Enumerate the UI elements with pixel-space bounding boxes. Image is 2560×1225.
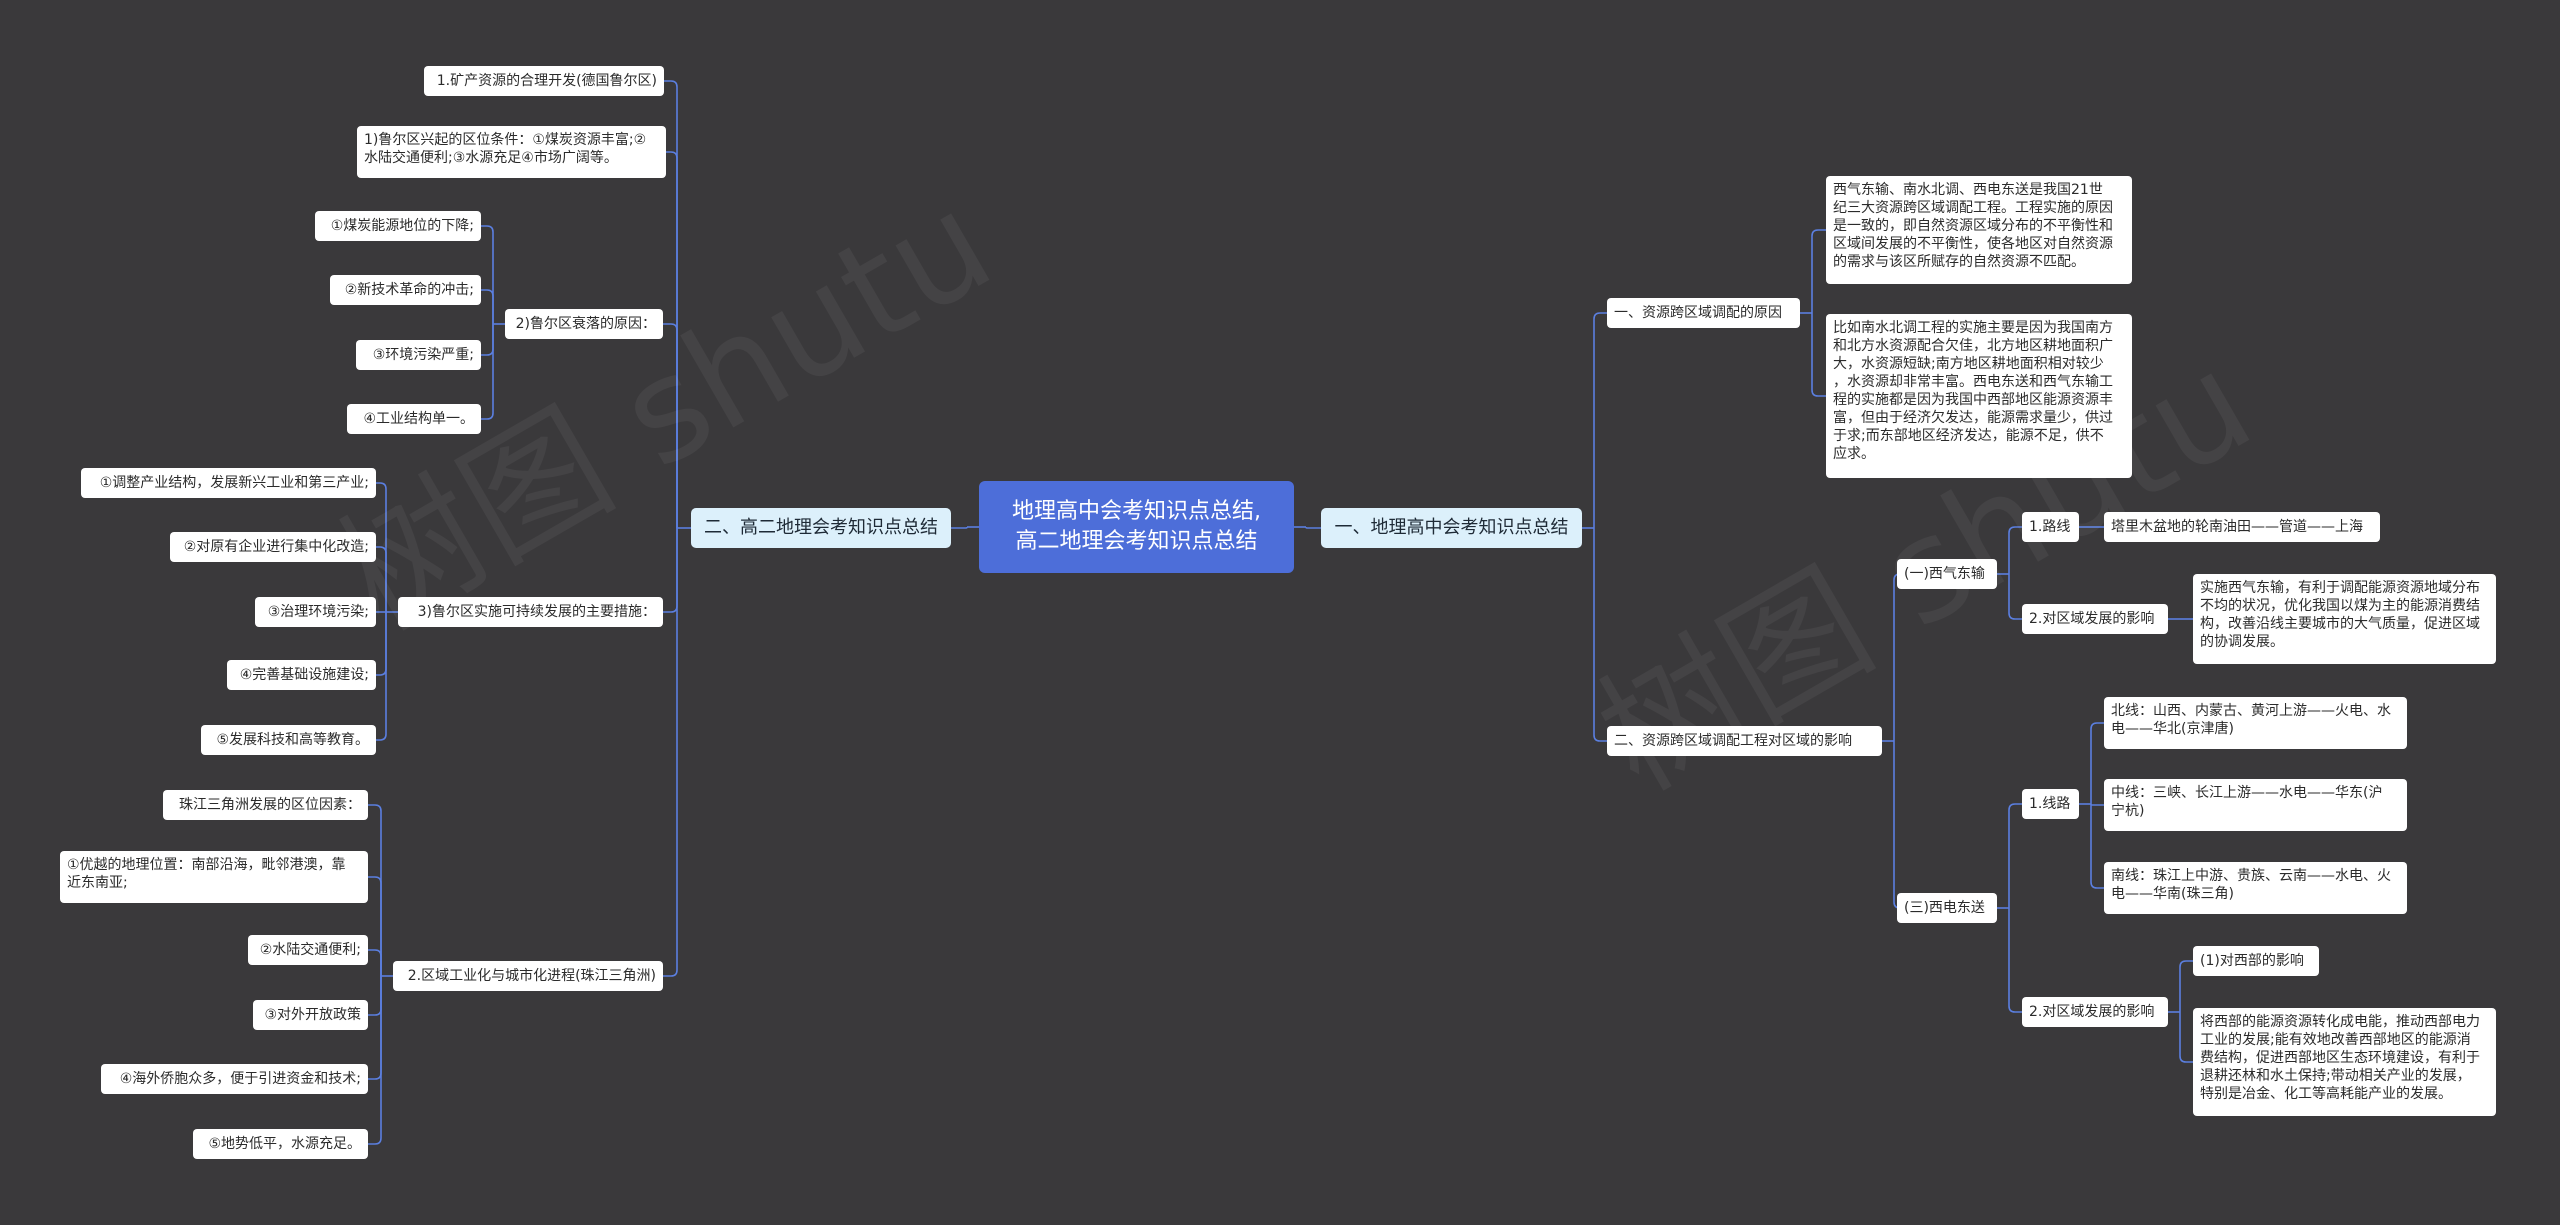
connector-line: [368, 804, 382, 976]
node-west-east-gas[interactable]: (一)西气东输: [1897, 559, 1997, 589]
connector-line: [2090, 804, 2104, 889]
root-topic[interactable]: 地理高中会考知识点总结, 高二地理会考知识点总结: [979, 481, 1294, 573]
connector-line: [368, 976, 382, 1016]
node-prd-transport[interactable]: ②水陆交通便利;: [248, 935, 368, 965]
connector-line: [376, 546, 387, 612]
connector-line: [481, 225, 494, 324]
node-reasons-resource-transfer[interactable]: 一、资源跨区域调配的原因: [1607, 298, 1800, 328]
node-impact-on-regions[interactable]: 二、资源跨区域调配工程对区域的影响: [1607, 726, 1882, 756]
connector-line: [663, 528, 678, 613]
node-coal-status-decline[interactable]: ①煤炭能源地位的下降;: [315, 211, 481, 241]
node-power-regional-impact[interactable]: 2.对区域发展的影响: [2022, 997, 2168, 1027]
node-power-middle-line[interactable]: 中线：三峡、长江上游——水电——华东(沪 宁杭): [2104, 779, 2407, 831]
node-prd-location-factors[interactable]: 珠江三角洲发展的区位因素：: [163, 790, 368, 820]
connector-line: [368, 949, 382, 976]
node-treat-pollution[interactable]: ③治理环境污染;: [255, 597, 376, 627]
connector-line: [376, 482, 387, 612]
node-prd-overseas-chinese[interactable]: ④海外侨胞众多，便于引进资金和技术;: [101, 1064, 368, 1094]
node-gas-route-detail[interactable]: 塔里木盆地的轮南油田——管道——上海: [2104, 512, 2380, 542]
connector-line: [2090, 722, 2104, 804]
node-power-south-line[interactable]: 南线：珠江上中游、贵族、云南——水电、火 电——华南(珠三角): [2104, 862, 2407, 914]
node-ruhr-rise-conditions[interactable]: 1)鲁尔区兴起的区位条件：①煤炭资源丰富;② 水陆交通便利;③水源充足④市场广阔…: [357, 126, 666, 178]
connector-line: [666, 151, 678, 528]
node-ruhr-sustainable-measures[interactable]: 3)鲁尔区实施可持续发展的主要措施：: [398, 597, 663, 627]
connector-line: [663, 528, 678, 977]
node-centralize-enterprises[interactable]: ②对原有企业进行集中化改造;: [170, 532, 376, 562]
connector-line: [1811, 313, 1826, 397]
node-west-east-power[interactable]: (三)西电东送: [1897, 893, 1997, 923]
connector-line: [2008, 908, 2022, 1013]
node-adjust-structure[interactable]: ①调整产业结构，发展新兴工业和第三产业;: [81, 468, 376, 498]
connector-line: [2008, 526, 2022, 574]
connector-line: [368, 976, 382, 1145]
connector-line: [481, 289, 494, 324]
node-impact-on-west[interactable]: (1)对西部的影响: [2193, 946, 2319, 976]
node-south-north-water-example[interactable]: 比如南水北调工程的实施主要是因为我国南方 和北方水资源配合欠佳，北方地区耕地面积…: [1826, 314, 2132, 478]
connector-line: [2179, 1012, 2193, 1063]
connector-line: [368, 876, 382, 976]
node-power-north-line[interactable]: 北线：山西、内蒙古、黄河上游——火电、水 电——华北(京津唐): [2104, 697, 2407, 749]
branch-right-topic[interactable]: 一、地理高中会考知识点总结: [1321, 508, 1582, 548]
connector-line: [481, 324, 494, 420]
node-single-structure[interactable]: ④工业结构单一。: [347, 404, 481, 434]
node-prd-geographic-position[interactable]: ①优越的地理位置：南部沿海，毗邻港澳，靠 近东南亚;: [60, 851, 368, 903]
node-power-lines[interactable]: 1.线路: [2022, 789, 2079, 819]
node-ruhr-mineral[interactable]: 1.矿产资源的合理开发(德国鲁尔区): [424, 66, 664, 96]
node-gas-regional-impact[interactable]: 2.对区域发展的影响: [2022, 604, 2168, 634]
node-impact-on-west-detail[interactable]: 将西部的能源资源转化成电能，推动西部电力 工业的发展;能有效地改善西部地区的能源…: [2193, 1008, 2496, 1116]
connector-line: [951, 526, 968, 529]
node-ruhr-decline-reasons[interactable]: 2)鲁尔区衰落的原因：: [505, 309, 663, 339]
branch-left-topic[interactable]: 二、高二地理会考知识点总结: [691, 508, 951, 548]
node-prd-terrain-water[interactable]: ⑤地势低平，水源充足。: [193, 1129, 368, 1159]
connector-line: [664, 80, 678, 528]
node-gas-route[interactable]: 1.路线: [2022, 512, 2079, 542]
connector-line: [1305, 526, 1321, 529]
node-infrastructure[interactable]: ④完善基础设施建设;: [227, 660, 376, 690]
node-science-education[interactable]: ⑤发展科技和高等教育。: [201, 725, 376, 755]
connector-line: [1593, 312, 1607, 528]
node-three-projects-reason[interactable]: 西气东输、南水北调、西电东送是我国21世 纪三大资源跨区域调配工程。工程实施的原…: [1826, 176, 2132, 284]
connector-line: [481, 324, 494, 356]
connector-line: [663, 323, 678, 528]
connector-line: [1893, 741, 1901, 909]
connector-line: [376, 612, 387, 741]
connector-line: [2008, 803, 2022, 908]
node-tech-revolution[interactable]: ②新技术革命的冲击;: [330, 275, 481, 305]
connector-line: [2179, 960, 2193, 1012]
node-pollution[interactable]: ③环境污染严重;: [356, 340, 481, 370]
connector-line: [2008, 574, 2022, 620]
node-gas-impact-detail[interactable]: 实施西气东输，有利于调配能源资源地域分布 不均的状况，优化我国以煤为主的能源消费…: [2193, 574, 2496, 664]
connector-line: [1811, 229, 1826, 313]
connector-line: [1593, 528, 1607, 742]
node-pearl-river-delta[interactable]: 2.区域工业化与城市化进程(珠江三角洲): [393, 961, 663, 991]
connector-line: [2090, 803, 2104, 806]
connector-line: [368, 976, 382, 1080]
node-prd-open-policy[interactable]: ③对外开放政策: [253, 1000, 368, 1030]
